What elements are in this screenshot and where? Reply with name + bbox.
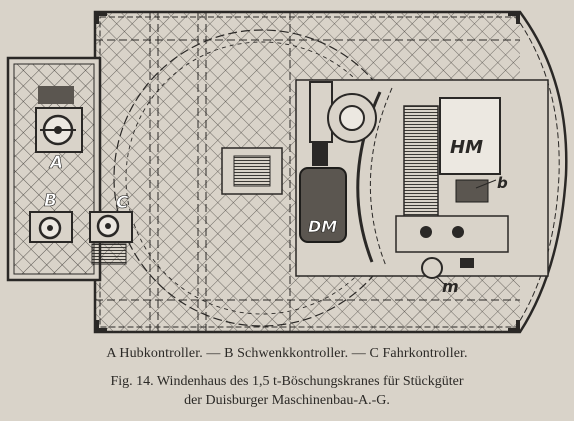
controller-b: B [29, 191, 73, 243]
brake-drum [309, 81, 377, 143]
b-small-label: b [497, 174, 508, 192]
figure-legend: A Hubkontroller. — B Schwenkkontroller. … [106, 346, 468, 361]
dm-label: DM [308, 217, 337, 236]
controller-a: A [35, 86, 83, 173]
figure-caption: Fig. 14. Windenhaus des 1,5 t-Böschungsk… [0, 372, 574, 410]
dm-motor: DM [299, 142, 347, 243]
m-label: m [442, 277, 459, 296]
structural-lines [95, 12, 520, 332]
controller-c-label: C [116, 193, 129, 213]
hm-label: HM [450, 137, 483, 158]
corner-marks [95, 12, 520, 332]
hm-motor: HM b [395, 97, 509, 253]
central-box [221, 147, 283, 195]
controller-c: C [89, 193, 133, 265]
crane-winch-house-drawing: DM HM b m A B C [6, 10, 568, 334]
caption-line-1: Fig. 14. Windenhaus des 1,5 t-Böschungsk… [110, 374, 464, 389]
m-gear: m [421, 257, 474, 296]
controller-b-label: B [44, 191, 57, 211]
controller-a-label: A [48, 153, 63, 173]
caption-line-2: der Duisburger Maschinenbau-A.-G. [184, 393, 390, 408]
